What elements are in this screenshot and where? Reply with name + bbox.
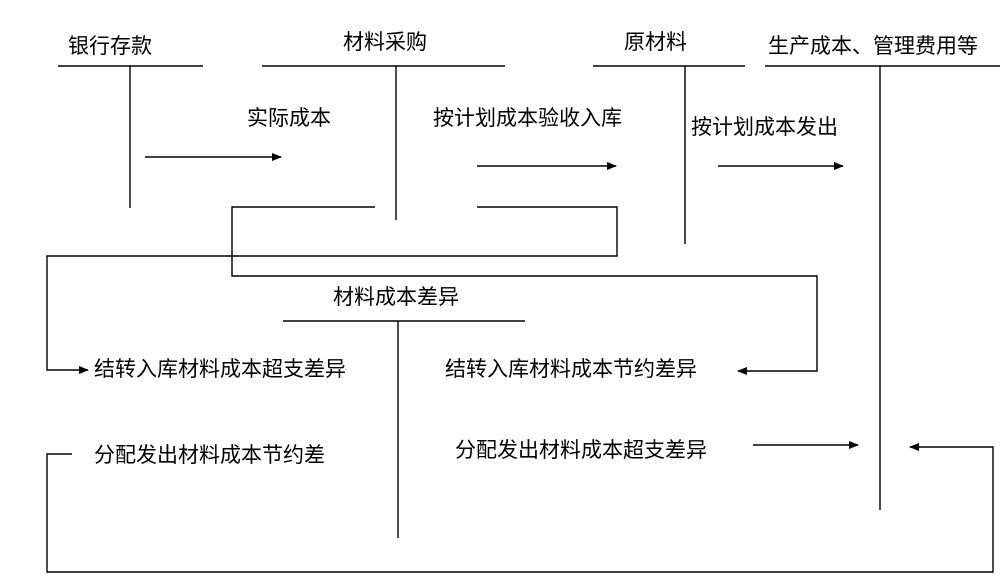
saving-transfer-connector <box>231 206 818 375</box>
allocate-saving-connector <box>46 443 994 573</box>
planned-cost-receipt-label: 按计划成本验收入库 <box>433 106 622 130</box>
transfer-overrun-label: 结转入库材料成本超支差异 <box>94 357 346 381</box>
allocate-overrun-label: 分配发出材料成本超支差异 <box>455 438 707 462</box>
production-cost-title: 生产成本、管理费用等 <box>768 34 978 58</box>
overrun-transfer-connector <box>46 206 618 374</box>
material-cost-variance-title: 材料成本差异 <box>333 285 459 309</box>
bank-deposit-title: 银行存款 <box>68 34 152 58</box>
planned-cost-issue-label: 按计划成本发出 <box>691 115 838 139</box>
actual-cost-label: 实际成本 <box>247 106 331 130</box>
allocate-saving-label: 分配发出材料成本节约差 <box>94 443 325 467</box>
material-purchase-title: 材料采购 <box>343 30 427 54</box>
transfer-saving-label: 结转入库材料成本节约差异 <box>445 357 697 381</box>
raw-materials-title: 原材料 <box>624 30 687 54</box>
